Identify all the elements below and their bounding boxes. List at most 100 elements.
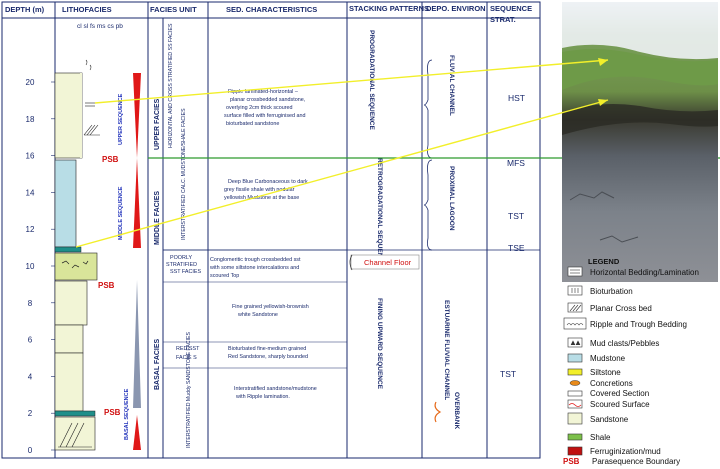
sed-poorly-line1: Conglomeritic trough crossbedded sst [210, 257, 301, 263]
sed-upper-line3: overlying 2cm thick scoured [226, 105, 293, 111]
sed-upper-line1: Ripple laminated-horizontal – [228, 89, 298, 95]
legend-swatch [567, 302, 583, 313]
sed-upper-line2: planar crossbedded sandstone, [230, 97, 306, 103]
fluvial-brace [423, 59, 433, 159]
basal-teal-bed [54, 410, 96, 417]
lagoon-brace [423, 159, 433, 251]
depth-tick-20: 20 [26, 78, 35, 87]
poorly-subfacies-line1: POORLY [170, 255, 192, 261]
header-facies-unit: FACIES UNIT [150, 5, 197, 14]
mfs-label: MFS [507, 158, 525, 168]
estuarine-label: ESTUARINE FLUVIAL CHANNEL [443, 300, 450, 400]
sed-basal-line2: with Ripple lamination. [235, 394, 290, 400]
header-strat: STRAT. [490, 15, 516, 24]
conglomeritic-bed [54, 252, 98, 281]
psb-label-basal: PSB [104, 408, 121, 417]
depth-tick-0: 0 [28, 446, 33, 455]
legend-item-label: Bioturbation [590, 287, 633, 296]
connector-line-lower [75, 99, 609, 248]
sed-red-line2: Red Sandstone, sharply bounded [228, 354, 308, 360]
depth-tick-2: 2 [28, 409, 33, 418]
sed-middle-line3: yellowish Mudstone at the base [224, 195, 299, 201]
sed-poorly-line2: with some siltstone intercalations and [209, 265, 299, 271]
middle-subfacies-label: INTERSTRATIFIED CALC. MUDSTONE/SHALE FAC… [181, 108, 187, 240]
depth-tick-8: 8 [28, 299, 33, 308]
header-sed-characteristics: SED. CHARACTERISTICS [226, 5, 317, 14]
depth-tick-12: 12 [26, 225, 35, 234]
middle-sequence-label: MIDDLE SEQUENCE [118, 186, 124, 240]
fining-upward-label: FINING UPWARD SEQUENCE [376, 298, 383, 390]
psb-label-middle: PSB [98, 281, 115, 290]
depth-tick-10: 10 [26, 262, 35, 271]
poorly-subfacies-line2: STRATIFIED [166, 262, 197, 268]
upper-sandstone-bed [54, 72, 83, 159]
legend-item-label: Shale [590, 433, 611, 442]
legend-swatch [567, 446, 583, 456]
sed-middle: Deep Blue Carbonaceous to dark grey fiss… [224, 179, 308, 201]
overbank-brace [434, 401, 442, 423]
sed-middle-line1: Deep Blue Carbonaceous to dark [228, 179, 308, 185]
basal-sequence-label: BASAL SEQUENCE [124, 388, 130, 440]
legend-item-label: Planar Cross bed [590, 304, 652, 313]
planar-cross-bed-symbol [83, 124, 100, 136]
legend-swatch [567, 266, 583, 277]
sed-fine-line2: white Sandstone [237, 312, 278, 318]
lithology-column [54, 59, 100, 451]
sed-fine-line1: Fine grained yellowish-brownish [232, 304, 309, 310]
basal-facies-label: BASAL FACIES [154, 338, 161, 390]
upper-sequence-label: UPPER SEQUENCE [118, 93, 124, 145]
legend-psb-label: PSB [563, 457, 580, 466]
outcrop-photo [562, 2, 718, 282]
legend-swatch [567, 390, 583, 397]
legend-swatch [567, 353, 583, 363]
legend-item-label: Siltstone [590, 368, 621, 377]
upper-sequence-triangle [133, 73, 141, 158]
connector-line-upper [94, 59, 609, 104]
mudstone-bed [54, 159, 77, 248]
legend-item-label: Horizontal Bedding/Lamination [590, 268, 699, 277]
sed-upper: Ripple laminated-horizontal – planar cro… [224, 89, 306, 127]
sed-red-line1: Bioturbated fine-medium grained [228, 346, 306, 352]
ripple-symbol [85, 59, 92, 71]
header-lithofacies: LITHOFACIES [62, 5, 112, 14]
legend-swatch [567, 337, 583, 348]
tse-label: TSE [508, 243, 525, 253]
cross-bed-symbol-lower [58, 422, 92, 448]
legend-item-label: Ripple and Trough Bedding [590, 320, 687, 329]
channel-floor-box [350, 254, 420, 270]
teal-siltstone-bed [54, 246, 82, 253]
legend-swatch [567, 399, 583, 409]
basal-fining-triangle [133, 280, 141, 408]
legend-swatch [567, 285, 583, 296]
sed-basal: Interstratified sandstone/mudstone with … [234, 386, 317, 400]
header-sequence: SEQUENCE [490, 4, 532, 13]
legend-swatch [567, 433, 583, 441]
sed-middle-line2: grey fissile shale with nodular [224, 187, 295, 193]
depth-tick-6: 6 [28, 336, 33, 345]
legend-swatch [567, 368, 583, 376]
proximal-lagoon-label: PROXIMAL LAGOON [448, 166, 455, 231]
legend-psb-text: Parasequence Boundary [592, 457, 680, 466]
depth-tick-4: 4 [28, 372, 33, 381]
fluvial-channel-label: FLUVIAL CHANNEL [448, 55, 455, 116]
tst-label-lower: TST [500, 369, 516, 379]
basal-subfacies-label: INTERSTRATIFIED Muddy SANDSTONE FACIES [186, 331, 192, 448]
depth-tick-16: 16 [26, 152, 35, 161]
sed-poorly-line3: scoured Top [210, 273, 239, 279]
header-depth: DEPTH (m) [5, 5, 45, 14]
channel-floor-label: Channel Floor [364, 258, 412, 267]
sed-upper-line4: surface filled with ferruginised and [224, 113, 306, 119]
sed-poorly: Conglomeritic trough crossbedded sst wit… [209, 257, 301, 279]
legend-item-label: Ferruginization/mud [590, 447, 661, 456]
tst-label-upper: TST [508, 211, 524, 221]
retrogradational-label: RETROGRADATIONAL SEQUENCE [376, 158, 383, 267]
header-depo-environ: DEPO. ENVIRON [426, 4, 486, 13]
red-sandstone-bed [54, 324, 84, 354]
poorly-subfacies-line3: SST FACIES [170, 269, 201, 275]
legend-item-label: Mud clasts/Pebbles [590, 339, 659, 348]
legend-item-label: Scoured Surface [590, 400, 650, 409]
legend-item-label: Mudstone [590, 354, 626, 363]
legend-title: LEGEND [588, 257, 620, 266]
